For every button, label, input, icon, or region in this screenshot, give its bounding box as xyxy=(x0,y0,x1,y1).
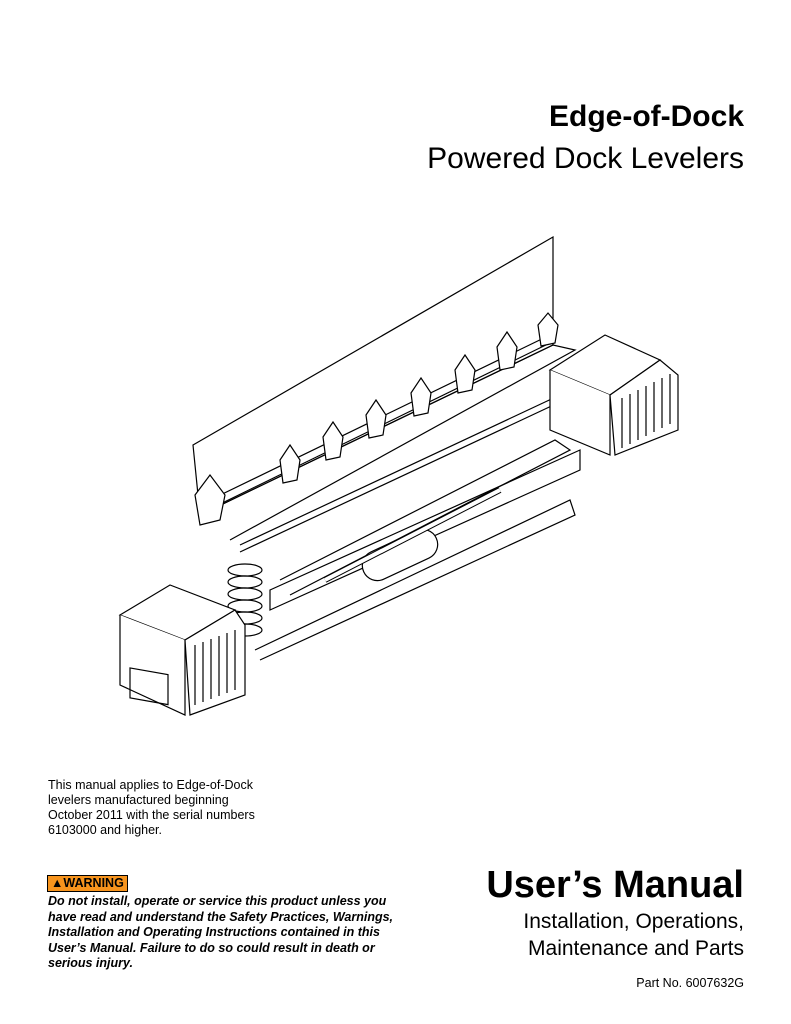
warning-triangle-icon: ▲ xyxy=(51,876,64,890)
applies-line: levelers manufactured beginning xyxy=(48,793,229,807)
right-bumper xyxy=(548,334,679,456)
applies-line: 6103000 and higher. xyxy=(48,823,162,837)
manual-subtitle-line2: Maintenance and Parts xyxy=(528,937,744,960)
applicability-note: This manual applies to Edge-of-Dock leve… xyxy=(48,778,288,838)
manual-subtitle-line1: Installation, Operations, xyxy=(523,910,744,933)
document-title: Edge-of-Dock xyxy=(549,100,744,133)
frame xyxy=(254,439,581,661)
applies-line: October 2011 with the serial numbers xyxy=(48,808,255,822)
left-bumper xyxy=(118,584,246,716)
warning-badge: ▲WARNING xyxy=(47,875,128,892)
warning-text: Do not install, operate or service this … xyxy=(48,894,394,970)
applies-line: This manual applies to Edge-of-Dock xyxy=(48,778,253,792)
dock-leveler-illustration xyxy=(118,235,679,716)
manual-title: User’s Manual xyxy=(486,864,744,906)
document-subtitle: Powered Dock Levelers xyxy=(427,142,744,175)
lugs xyxy=(194,312,559,526)
part-number: Part No. 6007632G xyxy=(636,976,744,990)
warning-label: WARNING xyxy=(63,876,124,890)
